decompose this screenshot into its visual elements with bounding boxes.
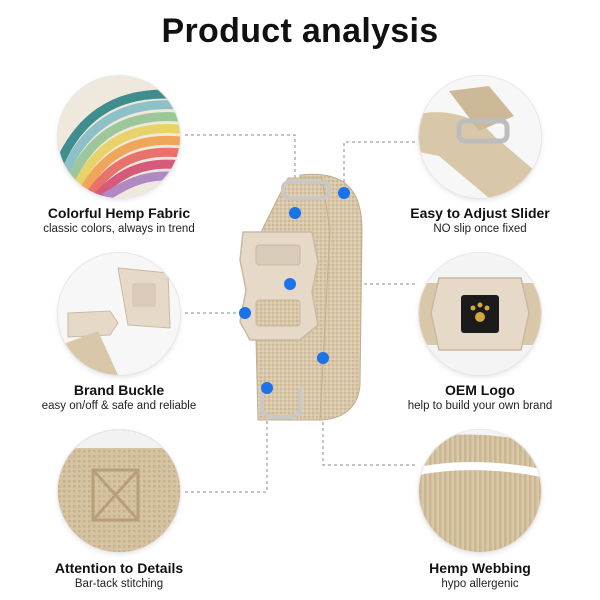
feature-subtitle: NO slip once fixed <box>433 223 527 235</box>
feature-caption-hemp-webbing: Hemp Webbing hypo allergenic <box>370 560 590 591</box>
adjust-slider-image <box>419 76 541 198</box>
oem-logo-image <box>419 253 541 375</box>
slider-metal <box>281 180 331 200</box>
hemp-webbing-image <box>419 430 541 552</box>
feature-title: Easy to Adjust Slider <box>410 205 550 221</box>
brand-buckle-image <box>58 253 180 375</box>
feature-caption-colorful-hemp: Colorful Hemp Fabric classic colors, alw… <box>9 205 229 236</box>
feature-caption-attention-details: Attention to Details Bar-tack stitching <box>9 560 229 591</box>
page-title: Product analysis <box>161 12 439 50</box>
feature-caption-adjust-slider: Easy to Adjust Slider NO slip once fixed <box>370 205 590 236</box>
feature-subtitle: hypo allergenic <box>441 578 519 590</box>
feature-title: Hemp Webbing <box>429 560 531 576</box>
marker-adjust-slider <box>338 187 350 199</box>
feature-subtitle: easy on/off & safe and reliable <box>41 400 197 412</box>
feature-subtitle: classic colors, always in trend <box>43 223 195 235</box>
feature-caption-oem-logo: OEM Logo help to build your own brand <box>370 382 590 413</box>
marker-hemp-webbing <box>317 352 329 364</box>
feature-title: OEM Logo <box>445 382 515 398</box>
feature-title: Brand Buckle <box>73 382 165 398</box>
marker-oem-logo <box>284 278 296 290</box>
feature-subtitle: Bar-tack stitching <box>74 578 164 590</box>
feature-title: Attention to Details <box>54 560 184 576</box>
feature-caption-brand-buckle: Brand Buckle easy on/off & safe and reli… <box>9 382 229 413</box>
marker-colorful-hemp <box>289 207 301 219</box>
attention-details-image <box>58 430 180 552</box>
marker-brand-buckle <box>239 307 251 319</box>
d-ring <box>260 388 302 420</box>
feature-title: Colorful Hemp Fabric <box>47 205 191 221</box>
colorful-hemp-image <box>58 76 180 198</box>
marker-attention-details <box>261 382 273 394</box>
feature-subtitle: help to build your own brand <box>407 400 553 412</box>
